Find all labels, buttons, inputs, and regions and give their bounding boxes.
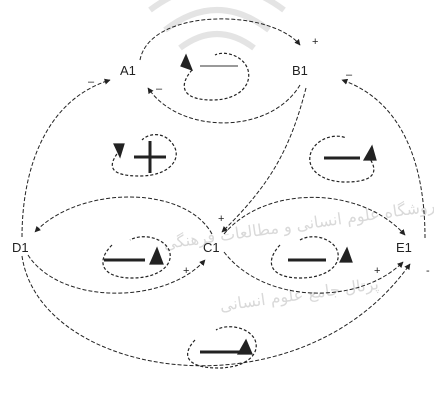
node-c1: C1: [203, 240, 220, 255]
loop-indicator-negative: [102, 236, 171, 279]
arrow-c1-to-d1: [34, 196, 213, 235]
arrow-d1-to-c1: [27, 254, 206, 294]
sign-c1-left: +: [183, 265, 189, 277]
node-a1: A1: [120, 63, 136, 78]
node-b1: B1: [292, 63, 308, 78]
sign-a1-left: –: [88, 76, 95, 88]
watermark-logo: [148, 0, 286, 51]
loop-indicator-negative: [270, 236, 353, 279]
sign-e1-left: +: [374, 265, 380, 277]
sign-b1-right: –: [346, 69, 353, 81]
node-e1: E1: [396, 240, 412, 255]
arrow-e1-to-b1: [341, 78, 426, 239]
arrow-c1-to-e1: [223, 196, 406, 236]
loop-indicator-negative: [187, 326, 257, 369]
sign-b1-top: +: [312, 36, 318, 48]
loop-indicator-negative: [180, 52, 250, 101]
sign-e1-right: -: [426, 265, 430, 277]
sign-a1-bottom: –: [156, 83, 163, 95]
arrow-b1-to-c1: [221, 87, 307, 233]
watermark-text-line2: پرتال جامع علوم انسانی: [219, 274, 380, 316]
loop-indicator-negative: [309, 135, 377, 183]
node-d1: D1: [12, 240, 29, 255]
sign-c1-top: +: [218, 213, 224, 225]
arrow-a1-to-b1: [139, 18, 301, 61]
arrow-b1-to-a1: [147, 84, 301, 124]
arrow-c1-to-e1-lower: [223, 251, 404, 294]
arrow-d1-to-e1: [21, 255, 411, 367]
arrow-d1-to-a1: [21, 78, 111, 238]
loop-indicator-positive: [111, 134, 177, 177]
